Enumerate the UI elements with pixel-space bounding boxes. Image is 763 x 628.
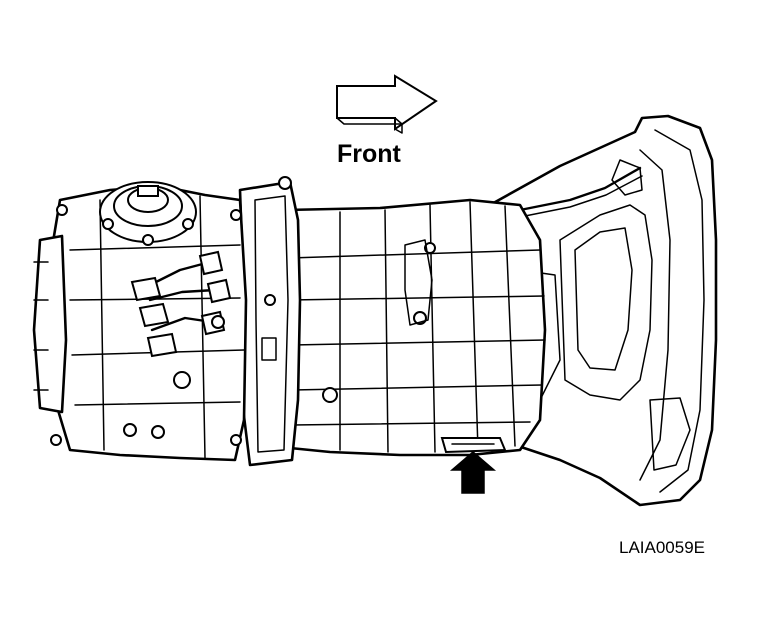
transmission-assembly	[32, 114, 718, 507]
adapter-plate	[238, 180, 302, 467]
figure-code: LAIA0059E	[619, 538, 705, 557]
wiring-harness	[130, 250, 232, 358]
front-label: Front	[337, 140, 402, 168]
indicator-arrow-icon	[449, 451, 497, 494]
shift-tower	[99, 181, 197, 246]
intermediate-housing	[283, 198, 547, 457]
front-arrow-icon	[336, 74, 438, 134]
